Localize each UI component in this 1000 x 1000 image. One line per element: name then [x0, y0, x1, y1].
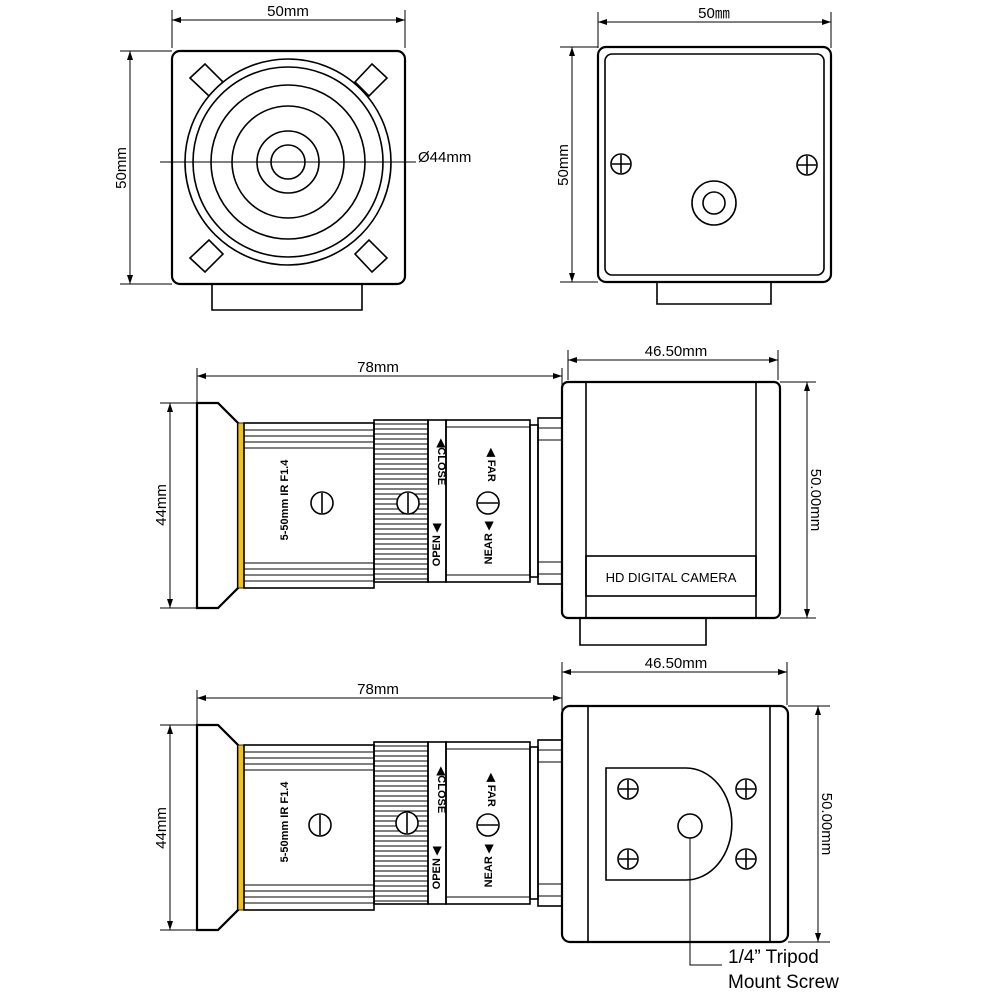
bottom-body-length-label: 46.50mm: [645, 655, 708, 672]
bottom-lens-barrel-lines: [244, 751, 374, 904]
bottom-view: 78mm 46.50mm 50.00mm 44mm: [153, 655, 839, 993]
rear-width-dimension: 50㎜: [597, 5, 832, 48]
rear-panel: [604, 53, 825, 276]
side-body-length-dimension: 46.50mm: [567, 343, 779, 380]
rear-screw-right-icon: [796, 154, 818, 176]
bottom-lens-length-label: 78mm: [357, 681, 399, 698]
bottom-c-mount: [537, 739, 563, 907]
side-body-length-label: 46.50mm: [645, 343, 708, 360]
side-body-label: HD DIGITAL CAMERA: [606, 570, 737, 585]
side-iris-close-label: ◀CLOSE: [435, 438, 447, 485]
bottom-iris-screw-icon: [395, 811, 419, 835]
side-body-label-plate: [585, 555, 757, 597]
side-lens-height-dimension: 44mm: [153, 402, 197, 609]
side-mount-base: [579, 618, 707, 646]
side-lens-length-dimension: 78mm: [196, 359, 563, 420]
bottom-lens-mount-rear: [529, 746, 539, 900]
side-c-mount: [537, 417, 563, 585]
rear-height-dimension: 50mm: [555, 46, 598, 283]
side-focus-far-label: ◀ FAR: [485, 447, 497, 482]
rear-view: 50㎜ 50mm: [555, 5, 833, 305]
side-lens-yellow-ring: [237, 422, 245, 589]
front-height-dimension: 50mm: [113, 50, 172, 285]
side-iris-knurling: [374, 423, 428, 580]
tripod-label-line1: 1/4” Tripod: [728, 947, 819, 968]
side-c-mount-lines: [538, 427, 562, 575]
rear-screw-left-icon: [610, 153, 632, 175]
bottom-lens-spec-label: 5-50mm IR F1.4: [279, 781, 291, 863]
bottom-lens-length-dimension: 78mm: [196, 681, 563, 740]
side-camera-body: [560, 380, 782, 620]
side-lens-barrel-lines: [244, 429, 374, 582]
side-lens-spec-label: 5-50mm IR F1.4: [279, 459, 291, 541]
side-body-height-label: 50.00mm: [807, 469, 824, 532]
front-width-dimension: 50mm: [171, 3, 406, 48]
bottom-tripod-plate: [605, 767, 733, 881]
side-lens-length-label: 78mm: [357, 359, 399, 376]
tripod-leader-line: [689, 838, 722, 966]
front-body-outline: [170, 49, 407, 286]
front-width-label: 50mm: [267, 3, 309, 20]
bottom-plate-screw-3-icon: [735, 778, 757, 800]
front-lens-diameter-label: Ø44mm: [418, 149, 471, 166]
side-body-height-dimension: 50.00mm: [780, 381, 824, 619]
bottom-focus-screw-icon: [476, 813, 500, 837]
bottom-plate-screw-1-icon: [617, 778, 639, 800]
bottom-camera-body: [560, 704, 790, 944]
bottom-iris-open-label: OPEN ◀: [431, 846, 443, 889]
bottom-plate-screw-4-icon: [735, 848, 757, 870]
side-lens-height-label: 44mm: [153, 484, 170, 526]
rear-body-outline: [596, 45, 833, 284]
side-focus-screw-icon: [476, 491, 500, 515]
bottom-focus-near-label: NEAR ◀: [483, 844, 495, 887]
rear-width-label: 50㎜: [698, 5, 730, 22]
front-view: 50mm 50mm Ø44mm: [113, 3, 471, 311]
bottom-body-height-dimension: 50.00mm: [788, 705, 835, 943]
side-lens-mount-rear: [529, 424, 539, 578]
bottom-plate-screw-2-icon: [617, 848, 639, 870]
bottom-lens-hood: [195, 723, 240, 932]
rear-height-label: 50mm: [555, 144, 572, 186]
bottom-focus-far-label: ◀ FAR: [485, 772, 497, 807]
front-corner-tabs: [188, 62, 389, 274]
bottom-lens-height-label: 44mm: [153, 807, 170, 849]
side-lens-hood: [195, 401, 240, 610]
tripod-label-line2: Mount Screw: [728, 972, 839, 993]
side-iris-open-label: OPEN ◀: [431, 523, 443, 566]
front-height-label: 50mm: [113, 147, 130, 189]
front-mount-base: [211, 284, 363, 311]
bottom-c-mount-lines: [538, 749, 562, 897]
bottom-iris-knurling: [374, 745, 428, 902]
bottom-tripod-hole: [677, 813, 703, 839]
rear-connector-port: [691, 180, 737, 226]
side-view: 78mm 46.50mm 50.00mm 44mm: [153, 343, 824, 646]
bottom-body-length-dimension: 46.50mm: [561, 655, 788, 705]
bottom-lens-height-dimension: 44mm: [153, 724, 197, 931]
bottom-iris-close-label: ◀CLOSE: [435, 766, 447, 813]
side-barrel-screw-icon: [310, 491, 334, 515]
bottom-body-height-label: 50.00mm: [818, 793, 835, 856]
bottom-lens-yellow-ring: [237, 744, 245, 911]
front-lens-diameter-dimension: Ø44mm: [160, 149, 471, 166]
side-iris-screw-icon: [396, 491, 420, 515]
bottom-barrel-screw-icon: [308, 813, 332, 837]
rear-mount-base: [656, 282, 772, 305]
side-focus-near-label: NEAR ◀: [483, 521, 495, 564]
